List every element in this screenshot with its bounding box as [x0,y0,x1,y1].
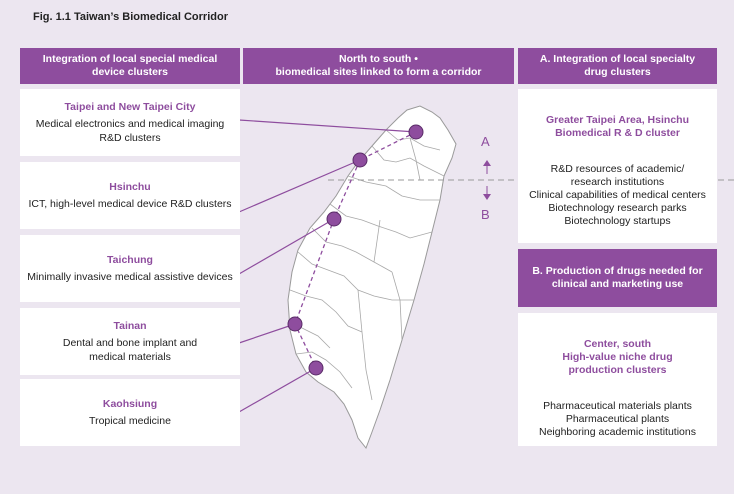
city-description: ICT, high-level medical device R&D clust… [28,198,232,210]
figure-title: Fig. 1.1 Taiwan’s Biomedical Corridor [33,11,228,23]
arrow-up-icon [483,160,491,166]
south-drug-cluster-box: Center, south High-value niche drug prod… [518,313,717,446]
city-description: Dental and bone implant and medical mate… [62,337,198,363]
city-name: Tainan [113,320,147,332]
connector-tainan [238,323,296,344]
south-cluster-title: Center, south High-value niche drug prod… [562,338,673,376]
city-box-kaohsiung: Kaohsiung Tropical medicine [20,379,240,446]
marker-taichung [326,211,342,227]
city-name: Hsinchu [109,181,151,193]
north-drug-cluster-box: Greater Taipei Area, Hsinchu Biomedical … [518,89,717,243]
connector-lines [238,119,417,413]
south-cluster-items: Pharmaceutical materials plants Pharmace… [538,400,696,438]
connector-taichung [238,218,335,275]
north-cluster-items: R&D resources of academic/ research inst… [529,163,706,227]
city-box-hsinchu: Hsinchu ICT, high-level medical device R… [20,162,240,229]
county-boundaries [287,129,445,401]
city-name: Kaohsiung [102,398,158,410]
connector-taipei [238,119,417,133]
taiwan-island-outline [287,105,457,449]
header-device-clusters: Integration of local special medical dev… [20,48,240,84]
city-name: Taichung [107,254,153,266]
arrow-down-icon [483,194,491,200]
city-box-taichung: Taichung Minimally invasive medical assi… [20,235,240,302]
region-b-label: B [481,207,490,222]
region-a-label: A [481,134,490,149]
marker-tainan [287,316,303,332]
city-name: Taipei and New Taipei City [64,101,196,113]
city-description: Tropical medicine [89,415,171,427]
marker-hsinchu [352,152,368,168]
header-drug-production-b: B. Production of drugs needed for clinic… [518,249,717,307]
header-corridor: North to south • biomedical sites linked… [243,48,514,84]
connector-kaohsiung [238,367,317,413]
connector-hsinchu [238,159,361,213]
city-box-taipei: Taipei and New Taipei City Medical elect… [20,89,240,156]
marker-kaohsiung [308,360,324,376]
city-description: Medical electronics and medical imaging … [35,118,225,144]
header-drug-clusters-a: A. Integration of local specialty drug c… [518,48,717,84]
city-description: Minimally invasive medical assistive dev… [27,271,233,283]
city-box-tainan: Tainan Dental and bone implant and medic… [20,308,240,375]
marker-taipei [408,124,424,140]
region-arrows [483,160,491,200]
north-cluster-title: Greater Taipei Area, Hsinchu Biomedical … [546,114,689,139]
